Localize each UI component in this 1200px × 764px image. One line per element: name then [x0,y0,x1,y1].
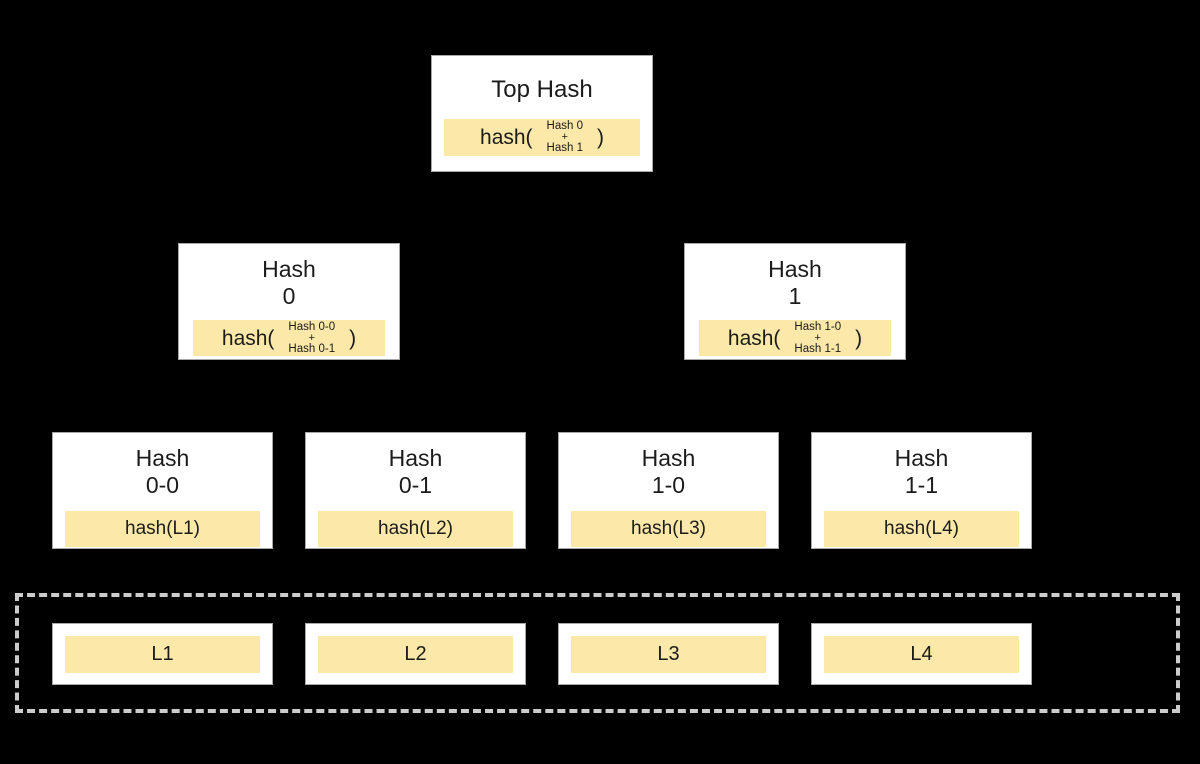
node-hash-1-0[interactable]: Hash 1-0 hash(L3) [558,432,779,549]
hash-plus-sign: + [814,331,821,344]
data-block-l3[interactable]: L3 [558,623,779,685]
hash-arg-top: Hash 0-0 [288,320,336,333]
hash-arguments: Hash 0 + Hash 1 [547,120,583,155]
hash-arguments: Hash 1-0 + Hash 1-1 [794,321,841,356]
node-hash-1[interactable]: Hash 1 hash( Hash 1-0 + Hash 1-1 ) [684,243,906,360]
top-hash-title: Top Hash [491,76,593,103]
hash-1-0-title: Hash 1-0 [641,445,696,498]
hash-arg-bottom: Hash 1-1 [794,342,842,355]
hash-plus-sign: + [308,331,315,344]
node-top-hash[interactable]: Top Hash hash( Hash 0 + Hash 1 ) [431,55,653,172]
hash-0-expression: hash( Hash 0-0 + Hash 0-1 ) [193,320,385,356]
hash-close-paren: ) [349,326,357,350]
data-block-l2[interactable]: L2 [305,623,526,685]
hash-plus-sign: + [561,131,568,143]
hash-1-title: Hash 1 [768,256,822,309]
hash-close-paren: ) [855,326,863,350]
hash-arg-bottom: Hash 0-1 [288,342,336,355]
node-hash-0-1[interactable]: Hash 0-1 hash(L2) [305,432,526,549]
data-block-l4[interactable]: L4 [811,623,1032,685]
hash-open-paren: hash( [221,326,275,350]
node-hash-1-1[interactable]: Hash 1-1 hash(L4) [811,432,1032,549]
hash-0-title: Hash 0 [262,256,316,309]
hash-1-0-expression: hash(L3) [571,511,766,547]
data-block-l3-label: L3 [571,635,766,673]
hash-0-1-expression: hash(L2) [318,511,513,547]
hash-arguments: Hash 0-0 + Hash 0-1 [288,321,335,356]
data-block-l1-label: L1 [65,635,260,673]
hash-1-expression: hash( Hash 1-0 + Hash 1-1 ) [699,320,891,356]
data-block-l2-label: L2 [318,635,513,673]
hash-open-paren: hash( [480,126,533,149]
hash-open-paren: hash( [727,326,781,350]
node-hash-0[interactable]: Hash 0 hash( Hash 0-0 + Hash 0-1 ) [178,243,400,360]
hash-0-1-title: Hash 0-1 [388,445,443,498]
data-blocks-group [15,593,1180,713]
hash-0-0-title: Hash 0-0 [135,445,190,498]
node-hash-0-0[interactable]: Hash 0-0 hash(L1) [52,432,273,549]
hash-arg-top: Hash 0 [546,120,583,132]
hash-arg-top: Hash 1-0 [794,320,842,333]
hash-0-0-expression: hash(L1) [65,511,260,547]
hash-arg-bottom: Hash 1 [546,142,583,154]
hash-1-1-expression: hash(L4) [824,511,1019,547]
data-block-l4-label: L4 [824,635,1019,673]
hash-close-paren: ) [596,126,604,149]
data-block-l1[interactable]: L1 [52,623,273,685]
top-hash-expression: hash( Hash 0 + Hash 1 ) [444,119,640,156]
hash-1-1-title: Hash 1-1 [894,445,949,498]
